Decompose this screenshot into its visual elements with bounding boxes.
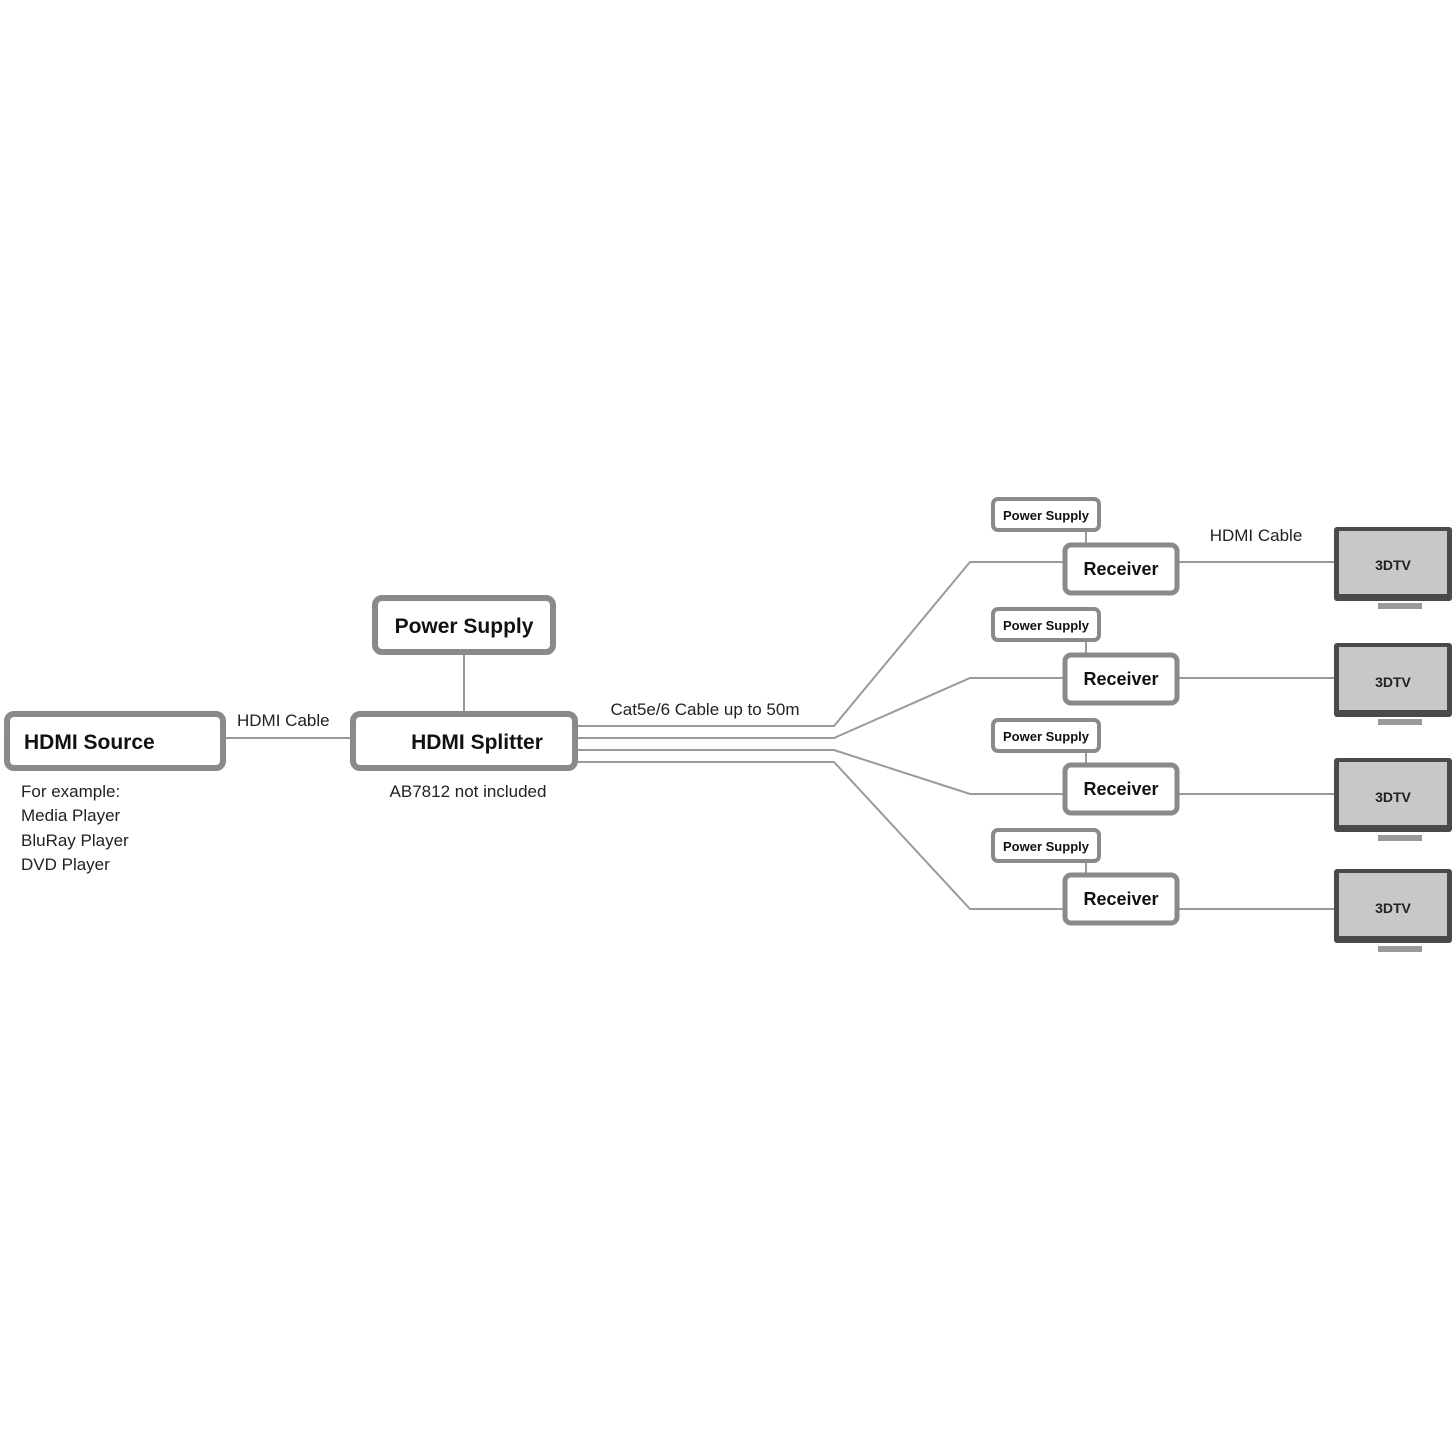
receiver-box: [1062, 542, 1180, 596]
output-branch-3: Power Supply Receiver 3DTV: [991, 718, 1452, 841]
splitter-power-supply-box: [372, 595, 556, 655]
hdmi-source-box: [4, 711, 226, 771]
output-cable-label: HDMI Cable: [1210, 526, 1303, 545]
receiver-label: Receiver: [1083, 779, 1158, 799]
hdmi-splitter-box: [350, 711, 578, 771]
tv-label: 3DTV: [1375, 900, 1411, 916]
receiver-power-supply-label: Power Supply: [1003, 508, 1090, 523]
source-examples: For example: Media Player BluRay Player …: [21, 782, 129, 874]
tv-label: 3DTV: [1375, 789, 1411, 805]
receiver-box: [1062, 652, 1180, 706]
receiver-label: Receiver: [1083, 559, 1158, 579]
receiver-power-supply-label: Power Supply: [1003, 618, 1090, 633]
receiver-label: Receiver: [1083, 889, 1158, 909]
source-example-line: Media Player: [21, 806, 121, 825]
receiver-power-supply-box: [991, 607, 1101, 642]
source-example-line: DVD Player: [21, 855, 110, 874]
source-example-line: For example:: [21, 782, 120, 801]
receiver-power-supply-box: [991, 828, 1101, 863]
splitter-note: AB7812 not included: [390, 782, 547, 801]
hdmi-splitter-label: HDMI Splitter: [411, 731, 543, 754]
receiver-power-supply-label: Power Supply: [1003, 729, 1090, 744]
cat-cable-3: [578, 749, 1063, 795]
splitter-power-supply-node: Power Supply: [372, 595, 556, 655]
tv-label: 3DTV: [1375, 674, 1411, 690]
tv-label: 3DTV: [1375, 557, 1411, 573]
tv-icon: 3DTV: [1334, 869, 1452, 952]
receiver-label: Receiver: [1083, 669, 1158, 689]
hdmi-splitter-node: HDMI Splitter: [350, 711, 578, 771]
connection-lines: [224, 531, 1334, 910]
output-branch-1: Power Supply Receiver 3DTV: [991, 497, 1452, 609]
output-branch-2: Power Supply Receiver 3DTV: [991, 607, 1452, 725]
splitter-power-supply-label: Power Supply: [395, 615, 534, 638]
cat-cable-4: [578, 761, 1063, 910]
tv-icon: 3DTV: [1334, 758, 1452, 841]
receiver-power-supply-label: Power Supply: [1003, 839, 1090, 854]
hdmi-source-label: HDMI Source: [24, 731, 155, 754]
output-branch-4: Power Supply Receiver 3DTV: [991, 828, 1452, 952]
tv-icon: 3DTV: [1334, 643, 1452, 725]
receiver-box: [1062, 762, 1180, 816]
cat-cable-2: [578, 677, 1063, 739]
hdmi-source-node: HDMI Source: [4, 711, 226, 771]
source-example-line: BluRay Player: [21, 831, 129, 850]
cat-cable-label: Cat5e/6 Cable up to 50m: [610, 700, 799, 719]
cat-cable-1: [578, 561, 1063, 727]
receiver-box: [1062, 872, 1180, 926]
source-cable-label: HDMI Cable: [237, 711, 330, 730]
receiver-power-supply-box: [991, 497, 1101, 532]
receiver-power-supply-box: [991, 718, 1101, 753]
tv-icon: 3DTV: [1334, 527, 1452, 609]
